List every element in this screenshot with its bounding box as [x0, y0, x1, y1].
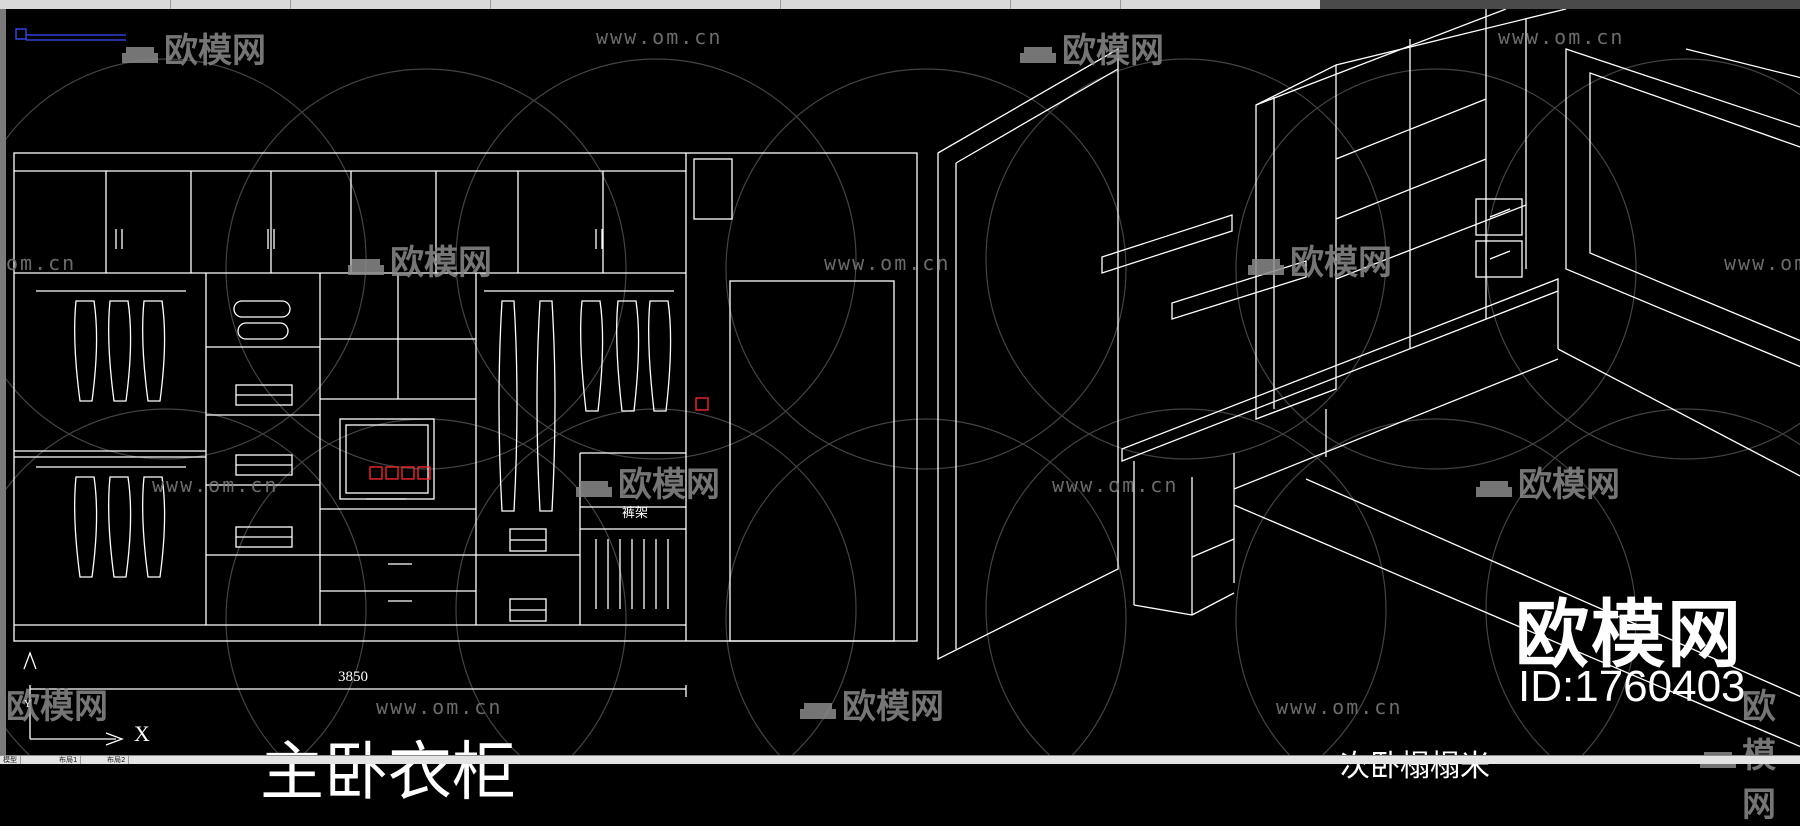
axis-y-label: Y: [24, 699, 32, 710]
dimension-label: 3850: [338, 669, 368, 685]
watermark-url: www.om.cn: [596, 25, 723, 49]
watermark-logo-text: 欧模网: [164, 31, 266, 71]
watermark-logo: 欧模网: [798, 679, 944, 728]
toolbar-tab[interactable]: [490, 0, 781, 9]
toolbar-tab[interactable]: [0, 0, 171, 9]
brand-id: ID:1760403: [1518, 662, 1746, 711]
wardrobe-elevation: [13, 152, 918, 746]
toolbar-tab[interactable]: [1320, 0, 1800, 9]
watermark-url: www.om.cn: [152, 473, 279, 497]
tatami-isometric: [937, 9, 1800, 748]
watermark-logo: 欧模网: [1246, 235, 1392, 284]
cad-drawing: [6, 9, 1800, 755]
sofa-icon: [120, 36, 160, 63]
watermark-logo-text: 欧模网: [1742, 687, 1776, 825]
sofa-icon: [574, 470, 614, 497]
watermark-logo: 欧模网: [1018, 23, 1164, 72]
watermark-logo-text: 欧模网: [390, 243, 492, 283]
red-markers: [369, 397, 709, 480]
toolbar-tab[interactable]: [290, 0, 491, 9]
sofa-icon: [1474, 470, 1514, 497]
selection-box: [15, 28, 126, 41]
watermark-url: www.om.cn: [824, 251, 951, 275]
pants-rack-label: 裤架: [622, 505, 649, 520]
status-tab-layout1[interactable]: 布局1: [56, 756, 82, 764]
watermark-logo: 欧模网: [120, 23, 266, 72]
status-tab-model[interactable]: 模型: [0, 756, 21, 764]
watermark-url-partial: om.cn: [6, 251, 77, 275]
left-drawing-title: 主卧衣柜: [260, 736, 516, 810]
status-tab-layout2[interactable]: 布局2: [104, 756, 130, 764]
watermark-logo-text: 欧模网: [1062, 31, 1164, 71]
watermark-url: www.om.cn: [1276, 695, 1403, 719]
toolbar-tab[interactable]: [170, 0, 291, 9]
left-scrollbar[interactable]: [0, 9, 6, 755]
sofa-icon: [1018, 36, 1058, 63]
watermark-logo-text: 欧模网: [1518, 465, 1620, 505]
watermark-url: www.om.cn: [1498, 25, 1625, 49]
watermark-logo: 欧模网: [1474, 457, 1620, 506]
watermark-logo-text: 欧模网: [6, 687, 108, 727]
toolbar-tab[interactable]: [1120, 0, 1321, 9]
brand-name: 欧模网: [1515, 592, 1743, 678]
watermark-url: www.om.cn: [1052, 473, 1179, 497]
watermark-logo: 欧模网: [574, 457, 720, 506]
axis-x-label: X: [134, 721, 150, 746]
watermark-logo-text: 欧模网: [842, 687, 944, 727]
sofa-icon: [1246, 248, 1286, 275]
watermark-url: www.om.cn: [376, 695, 503, 719]
status-bar: 模型 布局1 布局2: [0, 755, 1800, 764]
toolbar-tab[interactable]: [780, 0, 1011, 9]
watermark-logo-text: 欧模网: [1290, 243, 1392, 283]
watermark-logo-text: 欧模网: [618, 465, 720, 505]
drawing-canvas[interactable]: 欧模网 www.om.cn 欧模网 www.om.cn om.cn 欧模网 ww…: [6, 9, 1800, 825]
sofa-icon: [346, 248, 386, 275]
watermark-logo: 欧模网: [346, 235, 492, 284]
watermark-logo: 欧模网: [6, 679, 108, 728]
toolbar-tab[interactable]: [1010, 0, 1121, 9]
watermark-url: www.om.cn: [1724, 251, 1800, 275]
sofa-icon: [798, 692, 838, 719]
